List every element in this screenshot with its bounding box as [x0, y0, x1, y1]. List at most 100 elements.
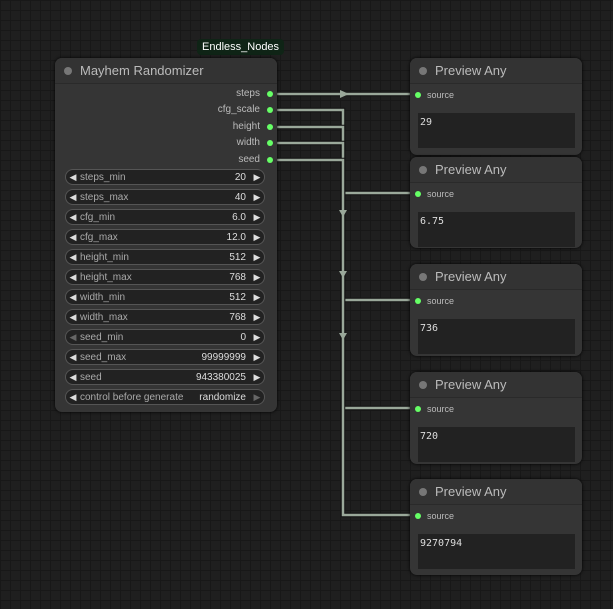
decrement-arrow-icon[interactable]: ◀: [69, 391, 77, 402]
widget-value[interactable]: 6.0: [232, 211, 246, 223]
collapse-dot-icon[interactable]: [419, 380, 427, 389]
wire-arrow-icon: [339, 210, 347, 217]
increment-arrow-icon[interactable]: ▶: [253, 231, 261, 242]
input-dot-icon[interactable]: [415, 191, 421, 197]
node-title: Preview Any: [435, 162, 507, 177]
wire-arrow-icon: [339, 271, 347, 278]
input-slot-source[interactable]: source: [415, 404, 454, 414]
decrement-arrow-icon[interactable]: ◀: [69, 191, 77, 202]
output-slot-cfg_scale[interactable]: cfg_scale: [218, 104, 273, 115]
preview-any-node[interactable]: Preview Any source 9270794: [410, 479, 582, 575]
increment-arrow-icon[interactable]: ▶: [253, 191, 261, 202]
decrement-arrow-icon[interactable]: ◀: [69, 311, 77, 322]
wire-arrow-icon: [340, 90, 349, 98]
wire-arrow-icon: [339, 333, 347, 340]
output-slot-steps[interactable]: steps: [236, 88, 273, 99]
output-slot-width[interactable]: width: [237, 137, 273, 148]
collapse-dot-icon[interactable]: [419, 165, 427, 174]
increment-arrow-icon[interactable]: ▶: [253, 291, 261, 302]
decrement-arrow-icon[interactable]: ◀: [69, 271, 77, 282]
output-slot-seed[interactable]: seed: [238, 154, 273, 165]
collapse-dot-icon[interactable]: [64, 66, 72, 75]
input-dot-icon[interactable]: [415, 406, 421, 412]
decrement-arrow-icon[interactable]: ◀: [69, 231, 77, 242]
input-dot-icon[interactable]: [415, 513, 421, 519]
input-slot-source[interactable]: source: [415, 189, 454, 199]
decrement-arrow-icon[interactable]: ◀: [69, 351, 77, 362]
decrement-arrow-icon[interactable]: ◀: [69, 251, 77, 262]
decrement-arrow-icon[interactable]: ◀: [69, 291, 77, 302]
preview-any-node[interactable]: Preview Any source 29: [410, 58, 582, 155]
output-dot-icon[interactable]: [267, 106, 273, 113]
widget-label: steps_min: [80, 171, 126, 183]
widget-value[interactable]: 20: [234, 171, 246, 183]
widget-value[interactable]: 768: [229, 271, 246, 283]
increment-arrow-icon[interactable]: ▶: [253, 311, 261, 322]
output-slot-height[interactable]: height: [233, 121, 273, 132]
widget-cfg_max[interactable]: ◀cfg_max 12.0 ▶: [65, 229, 265, 245]
output-label: seed: [238, 154, 260, 165]
increment-arrow-icon[interactable]: ▶: [253, 251, 261, 262]
output-dot-icon[interactable]: [267, 139, 273, 146]
widget-steps_min[interactable]: ◀steps_min 20 ▶: [65, 169, 265, 185]
widget-value[interactable]: 40: [234, 191, 246, 203]
decrement-arrow-icon[interactable]: ◀: [69, 331, 77, 342]
widget-label: cfg_max: [80, 231, 118, 243]
increment-arrow-icon[interactable]: ▶: [253, 371, 261, 382]
preview-any-node[interactable]: Preview Any source 6.75: [410, 157, 582, 248]
widget-value[interactable]: randomize: [199, 391, 246, 403]
collapse-dot-icon[interactable]: [419, 272, 427, 281]
increment-arrow-icon[interactable]: ▶: [253, 331, 261, 342]
decrement-arrow-icon[interactable]: ◀: [69, 171, 77, 182]
preview-any-node[interactable]: Preview Any source 736: [410, 264, 582, 356]
node-title-bar[interactable]: Preview Any: [410, 479, 582, 505]
output-dot-icon[interactable]: [267, 90, 273, 97]
increment-arrow-icon[interactable]: ▶: [253, 211, 261, 222]
collapse-dot-icon[interactable]: [419, 487, 427, 496]
node-title-bar[interactable]: Preview Any: [410, 264, 582, 290]
preview-value-box: 29: [418, 113, 575, 148]
increment-arrow-icon[interactable]: ▶: [253, 271, 261, 282]
output-dot-icon[interactable]: [267, 156, 273, 163]
output-dot-icon[interactable]: [267, 123, 273, 130]
node-title: Preview Any: [435, 484, 507, 499]
node-title-bar[interactable]: Preview Any: [410, 58, 582, 84]
increment-arrow-icon[interactable]: ▶: [253, 171, 261, 182]
input-label: source: [427, 296, 455, 306]
node-title-bar[interactable]: Preview Any: [410, 157, 582, 183]
increment-arrow-icon[interactable]: ▶: [253, 351, 261, 362]
input-slot-source[interactable]: source: [415, 511, 454, 521]
input-label: source: [427, 404, 455, 414]
node-title-bar[interactable]: Mayhem Randomizer: [55, 58, 277, 84]
decrement-arrow-icon[interactable]: ◀: [69, 371, 77, 382]
decrement-arrow-icon[interactable]: ◀: [69, 211, 77, 222]
widget-value[interactable]: 99999999: [201, 351, 247, 363]
output-label: cfg_scale: [217, 104, 260, 115]
widget-value[interactable]: 12.0: [226, 231, 246, 243]
widget-value[interactable]: 943380025: [195, 371, 246, 383]
widget-value[interactable]: 0: [240, 331, 246, 343]
input-slot-source[interactable]: source: [415, 90, 454, 100]
collapse-dot-icon[interactable]: [419, 66, 427, 75]
widget-value[interactable]: 512: [229, 251, 246, 263]
widget-value[interactable]: 768: [229, 311, 246, 323]
preview-any-node[interactable]: Preview Any source 720: [410, 372, 582, 464]
input-label: source: [427, 189, 455, 199]
input-slot-source[interactable]: source: [415, 296, 454, 306]
widget-value[interactable]: 512: [229, 291, 246, 303]
input-dot-icon[interactable]: [415, 298, 421, 304]
input-dot-icon[interactable]: [415, 92, 421, 98]
increment-arrow-icon[interactable]: ▶: [253, 391, 261, 402]
node-title-bar[interactable]: Preview Any: [410, 372, 582, 398]
